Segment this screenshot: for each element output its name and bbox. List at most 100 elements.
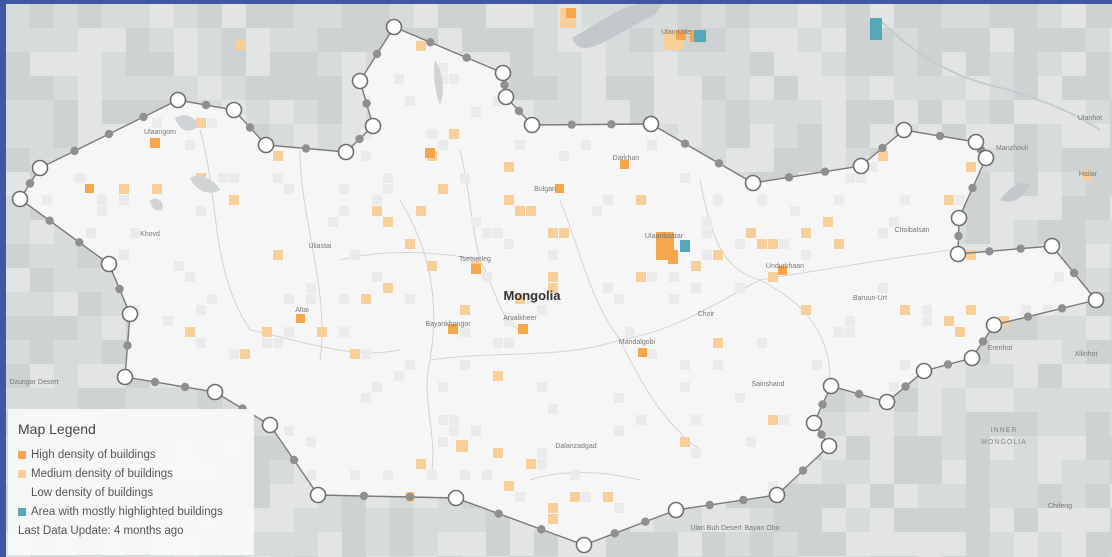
background-tile: [78, 268, 102, 292]
polygon-vertex-handle[interactable]: [225, 101, 243, 119]
polygon-vertex-handle[interactable]: [116, 368, 134, 386]
polygon-vertex-handle[interactable]: [206, 383, 224, 401]
edge-midpoint-handle[interactable]: [25, 179, 35, 188]
edge-midpoint-handle[interactable]: [494, 509, 503, 518]
edge-midpoint-handle[interactable]: [954, 231, 963, 241]
edge-midpoint-handle[interactable]: [180, 382, 190, 392]
edge-midpoint-handle[interactable]: [607, 120, 616, 129]
polygon-vertex-handle[interactable]: [915, 362, 933, 380]
edge-midpoint-handle[interactable]: [641, 517, 650, 526]
edge-midpoint-handle[interactable]: [537, 525, 546, 534]
polygon-vertex-handle[interactable]: [575, 536, 593, 554]
polygon-vertex-handle[interactable]: [1043, 237, 1061, 255]
polygon-vertex-handle[interactable]: [744, 174, 762, 192]
polygon-vertex-handle[interactable]: [257, 136, 275, 154]
polygon-vertex-handle[interactable]: [309, 486, 327, 504]
edge-midpoint-handle[interactable]: [372, 49, 382, 59]
edge-midpoint-handle[interactable]: [359, 491, 369, 501]
edge-midpoint-handle[interactable]: [714, 159, 724, 168]
polygon-vertex-handle[interactable]: [497, 88, 515, 106]
edge-midpoint-handle[interactable]: [123, 341, 132, 350]
edge-midpoint-handle[interactable]: [943, 360, 953, 369]
polygon-vertex-handle[interactable]: [642, 115, 660, 133]
edge-midpoint-handle[interactable]: [820, 167, 830, 176]
polygon-vertex-handle[interactable]: [949, 245, 967, 263]
polygon-vertex-handle[interactable]: [878, 393, 896, 411]
edge-midpoint-handle[interactable]: [405, 492, 415, 502]
edge-midpoint-handle[interactable]: [739, 495, 748, 505]
polygon-vertex-handle[interactable]: [950, 209, 968, 227]
edge-midpoint-handle[interactable]: [878, 143, 887, 153]
polygon-vertex-handle[interactable]: [967, 133, 985, 151]
polygon-vertex-handle[interactable]: [11, 190, 29, 208]
edge-midpoint-handle[interactable]: [978, 337, 988, 346]
edge-midpoint-handle[interactable]: [968, 183, 977, 193]
polygon-vertex-handle[interactable]: [337, 143, 355, 161]
edge-midpoint-handle[interactable]: [245, 123, 255, 132]
polygon-vertex-handle[interactable]: [351, 72, 369, 90]
polygon-vertex-handle[interactable]: [169, 91, 187, 109]
low-density-cell: [922, 305, 932, 315]
polygon-vertex-handle[interactable]: [364, 117, 382, 135]
edge-midpoint-handle[interactable]: [817, 430, 826, 439]
background-tile: [870, 412, 894, 436]
edge-midpoint-handle[interactable]: [1023, 312, 1033, 321]
polygon-vertex-handle[interactable]: [822, 377, 840, 395]
polygon-vertex-handle[interactable]: [820, 437, 838, 455]
edge-midpoint-handle[interactable]: [798, 466, 808, 475]
polygon-vertex-handle[interactable]: [805, 414, 823, 432]
edge-midpoint-handle[interactable]: [935, 131, 945, 141]
polygon-vertex-handle[interactable]: [385, 18, 403, 36]
polygon-vertex-handle[interactable]: [100, 255, 118, 273]
medium-density-cell: [152, 184, 162, 194]
edge-midpoint-handle[interactable]: [901, 382, 910, 391]
polygon-vertex-handle[interactable]: [523, 116, 541, 134]
edge-midpoint-handle[interactable]: [818, 400, 827, 409]
background-tile: [270, 4, 294, 28]
edge-midpoint-handle[interactable]: [462, 53, 471, 62]
edge-midpoint-handle[interactable]: [115, 284, 124, 294]
low-density-cell: [834, 327, 844, 337]
background-tile: [990, 340, 1014, 364]
edge-midpoint-handle[interactable]: [500, 80, 509, 90]
low-density-cell: [537, 459, 547, 469]
low-density-cell: [581, 492, 591, 502]
polygon-vertex-handle[interactable]: [963, 349, 981, 367]
edge-midpoint-handle[interactable]: [104, 129, 114, 139]
polygon-vertex-handle[interactable]: [977, 149, 995, 167]
polygon-vertex-handle[interactable]: [985, 316, 1003, 334]
edge-midpoint-handle[interactable]: [150, 377, 160, 387]
edge-midpoint-handle[interactable]: [426, 38, 435, 47]
edge-midpoint-handle[interactable]: [680, 139, 690, 148]
edge-midpoint-handle[interactable]: [1057, 304, 1067, 313]
edge-midpoint-handle[interactable]: [75, 238, 84, 247]
edge-midpoint-handle[interactable]: [70, 146, 79, 156]
edge-midpoint-handle[interactable]: [705, 500, 714, 510]
polygon-vertex-handle[interactable]: [667, 501, 685, 519]
edge-midpoint-handle[interactable]: [139, 112, 148, 122]
low-density-cell: [306, 283, 316, 293]
polygon-vertex-handle[interactable]: [31, 159, 49, 177]
edge-midpoint-handle[interactable]: [301, 144, 311, 153]
edge-midpoint-handle[interactable]: [289, 455, 299, 465]
edge-midpoint-handle[interactable]: [610, 529, 619, 538]
polygon-vertex-handle[interactable]: [768, 486, 786, 504]
edge-midpoint-handle[interactable]: [854, 389, 864, 399]
polygon-vertex-handle[interactable]: [261, 416, 279, 434]
edge-midpoint-handle[interactable]: [355, 134, 364, 144]
edge-midpoint-handle[interactable]: [1016, 244, 1025, 253]
edge-midpoint-handle[interactable]: [45, 216, 54, 225]
polygon-vertex-handle[interactable]: [852, 157, 870, 175]
edge-midpoint-handle[interactable]: [784, 173, 794, 182]
polygon-vertex-handle[interactable]: [121, 305, 139, 323]
edge-midpoint-handle[interactable]: [514, 106, 524, 116]
polygon-vertex-handle[interactable]: [895, 121, 913, 139]
polygon-vertex-handle[interactable]: [1087, 291, 1105, 309]
edge-midpoint-handle[interactable]: [567, 120, 576, 129]
polygon-vertex-handle[interactable]: [494, 64, 512, 82]
edge-midpoint-handle[interactable]: [362, 99, 371, 108]
edge-midpoint-handle[interactable]: [985, 247, 994, 256]
edge-midpoint-handle[interactable]: [201, 100, 211, 110]
edge-midpoint-handle[interactable]: [1069, 268, 1079, 278]
polygon-vertex-handle[interactable]: [447, 489, 465, 507]
